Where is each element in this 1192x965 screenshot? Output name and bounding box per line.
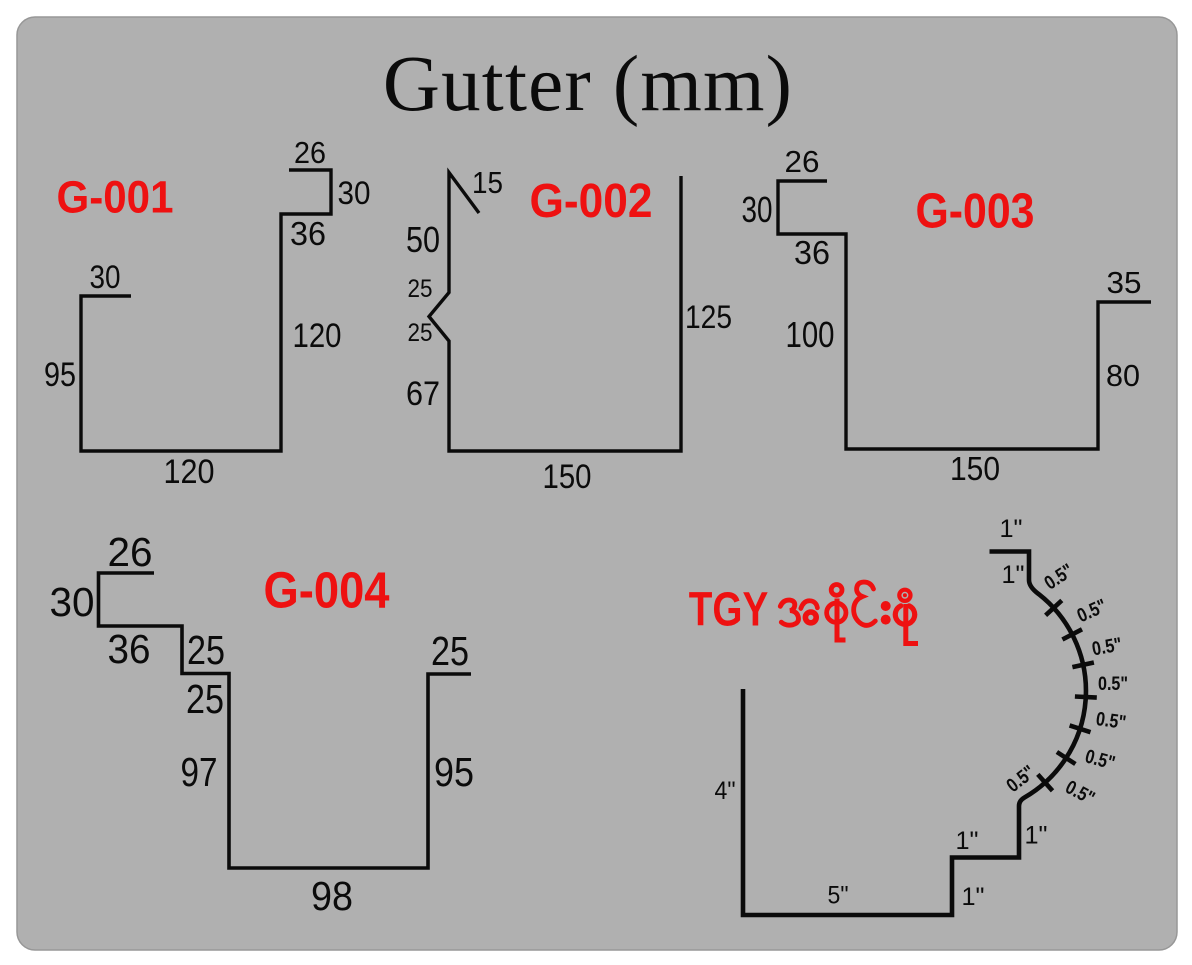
svg-text:30: 30 [742, 189, 773, 230]
svg-text:36: 36 [290, 215, 326, 252]
svg-text:1": 1" [1000, 515, 1023, 543]
svg-text:Gutter (mm): Gutter (mm) [383, 41, 793, 128]
svg-text:4": 4" [715, 777, 736, 805]
svg-text:30: 30 [90, 259, 121, 295]
svg-text:5": 5" [828, 882, 849, 910]
svg-text:98: 98 [311, 873, 353, 919]
svg-text:0.5": 0.5" [1098, 673, 1128, 695]
svg-text:0.5": 0.5" [1090, 634, 1123, 661]
svg-text:G-001: G-001 [57, 172, 174, 223]
svg-text:25: 25 [408, 319, 433, 347]
svg-text:35: 35 [1107, 265, 1142, 300]
svg-text:1": 1" [1025, 822, 1048, 850]
svg-text:30: 30 [338, 175, 371, 211]
svg-text:30: 30 [50, 579, 95, 625]
svg-text:25: 25 [408, 275, 433, 303]
svg-text:120: 120 [293, 317, 342, 355]
svg-text:0.5": 0.5" [1095, 708, 1128, 734]
svg-text:1": 1" [956, 827, 979, 855]
svg-text:1": 1" [962, 883, 985, 911]
svg-text:95: 95 [44, 356, 76, 394]
svg-text:G-003: G-003 [916, 184, 1035, 239]
svg-text:TGY: TGY [689, 584, 769, 637]
svg-text:G-002: G-002 [530, 174, 653, 228]
svg-text:67: 67 [406, 375, 440, 413]
svg-text:125: 125 [685, 299, 732, 335]
svg-text:G-004: G-004 [264, 562, 391, 619]
svg-text:1": 1" [1002, 561, 1025, 589]
svg-text:100: 100 [786, 314, 835, 355]
svg-text:36: 36 [794, 234, 830, 271]
svg-text:95: 95 [434, 749, 474, 795]
svg-text:26: 26 [108, 529, 153, 575]
svg-text:15: 15 [472, 165, 503, 200]
svg-text:26: 26 [785, 144, 820, 179]
svg-text:25: 25 [431, 628, 469, 674]
svg-text:25: 25 [187, 627, 225, 673]
svg-text:50: 50 [406, 219, 440, 260]
svg-text:150: 150 [950, 450, 1000, 487]
svg-text:97: 97 [181, 749, 218, 795]
svg-text:26: 26 [294, 135, 326, 170]
svg-text:120: 120 [164, 453, 215, 491]
svg-text:150: 150 [543, 458, 592, 496]
svg-text:25: 25 [186, 676, 224, 722]
svg-text:80: 80 [1106, 358, 1140, 393]
svg-text:36: 36 [108, 626, 151, 672]
